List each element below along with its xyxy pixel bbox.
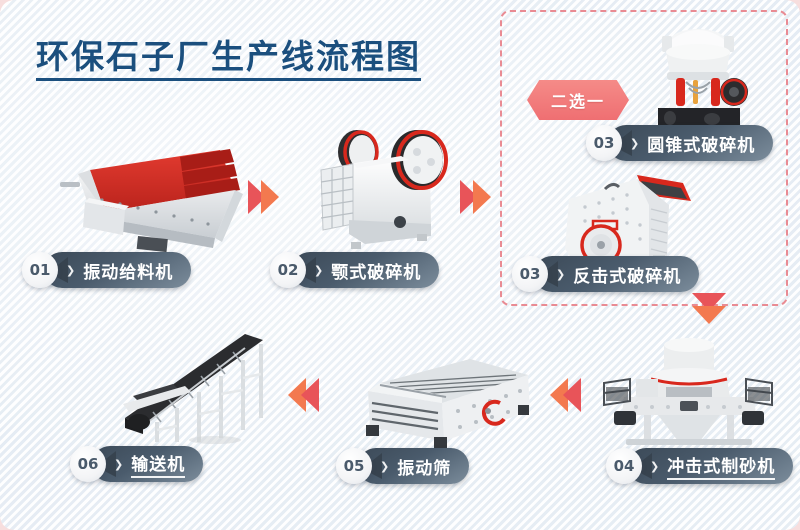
arrow-crusher-to-sandmaker (692, 293, 726, 324)
page-title: 环保石子厂生产线流程图 (36, 39, 421, 81)
chevron-right-icon: ❯ (66, 263, 77, 277)
arrow-feeder-to-jaw (248, 180, 279, 214)
chevron-right-icon: ❯ (556, 267, 567, 281)
step-label-06[interactable]: 06 ❯ 输送机 (70, 446, 204, 482)
step-label-02[interactable]: 02 ❯ 颚式破碎机 (270, 252, 440, 288)
step-label-05[interactable]: 05 ❯ 振动筛 (336, 448, 470, 484)
step-label-03-cone[interactable]: 03 ❯ 圆锥式破碎机 (586, 125, 774, 161)
vsi-sand-maker-icon (596, 335, 781, 450)
choose-one-banner: 二选一 (527, 80, 629, 120)
step-label-text: 冲击式制砂机 (667, 452, 776, 480)
step-label-text: 输送机 (131, 450, 186, 478)
step-badge: 02 (270, 252, 306, 288)
step-badge: 06 (70, 446, 106, 482)
step-badge: 03 (512, 256, 548, 292)
step-label-04[interactable]: 04 ❯ 冲击式制砂机 (606, 448, 794, 484)
step-pill[interactable]: ❯ 反击式破碎机 (534, 256, 700, 292)
step-pill[interactable]: ❯ 冲击式制砂机 (628, 448, 794, 484)
step-pill[interactable]: ❯ 颚式破碎机 (292, 252, 440, 288)
jaw-crusher-icon (305, 112, 465, 258)
chevron-right-icon: ❯ (380, 459, 391, 473)
step-label-text: 振动给料机 (83, 262, 174, 282)
step-label-text: 颚式破碎机 (331, 262, 422, 282)
chevron-right-icon: ❯ (114, 457, 125, 471)
cone-crusher-icon (640, 22, 758, 142)
arrow-jaw-to-crusher-choice (460, 180, 491, 214)
impact-crusher-icon (545, 165, 695, 280)
step-label-text: 反击式破碎机 (573, 266, 682, 286)
step-label-text: 振动筛 (397, 458, 452, 478)
chevron-right-icon: ❯ (650, 459, 661, 473)
arrow-sandmaker-to-screen (550, 378, 581, 412)
step-pill[interactable]: ❯ 振动给料机 (44, 252, 192, 288)
vibrating-feeder-icon (30, 140, 245, 260)
arrow-screen-to-conveyor (288, 378, 319, 412)
belt-conveyor-icon (95, 330, 280, 445)
step-label-01[interactable]: 01 ❯ 振动给料机 (22, 252, 192, 288)
step-pill[interactable]: ❯ 输送机 (92, 446, 204, 482)
step-label-text: 圆锥式破碎机 (647, 135, 756, 155)
step-badge: 04 (606, 448, 642, 484)
step-pill[interactable]: ❯ 圆锥式破碎机 (608, 125, 774, 161)
vibrating-screen-icon (350, 345, 540, 455)
chevron-right-icon: ❯ (630, 136, 641, 150)
step-label-03-impact[interactable]: 03 ❯ 反击式破碎机 (512, 256, 700, 292)
chevron-right-icon: ❯ (314, 263, 325, 277)
step-badge: 05 (336, 448, 372, 484)
step-badge: 01 (22, 252, 58, 288)
step-pill[interactable]: ❯ 振动筛 (358, 448, 470, 484)
step-badge: 03 (586, 125, 622, 161)
